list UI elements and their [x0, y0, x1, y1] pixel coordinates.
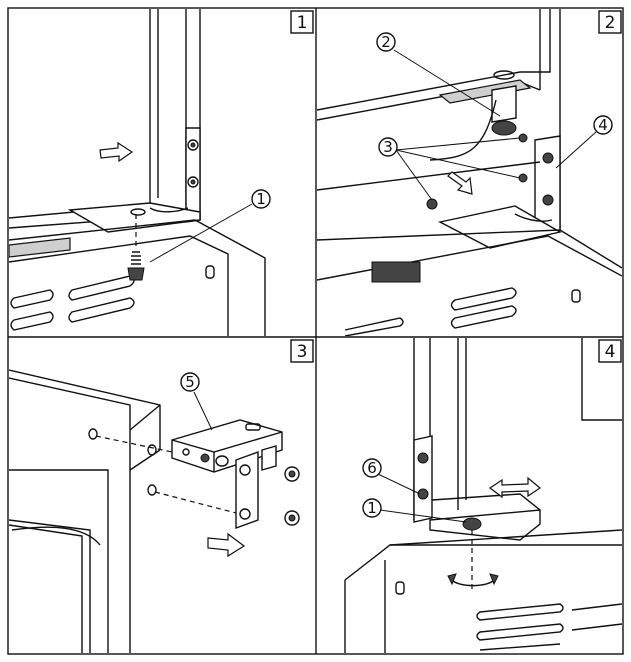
- panel-number: 2: [605, 13, 616, 33]
- double-arrow-icon: [99, 141, 134, 163]
- panel-2: 2 2 3 4: [317, 9, 622, 336]
- panel-number: 4: [605, 342, 616, 362]
- callout-label: 1: [256, 190, 266, 208]
- rotate-arrow-icon: [451, 579, 495, 587]
- double-arrow-icon: [447, 171, 473, 195]
- double-arrow-icon: [207, 532, 246, 558]
- panel-number: 1: [297, 13, 308, 33]
- vent-slots: [476, 603, 622, 651]
- callout-label: 5: [185, 373, 195, 391]
- hinge-bracket: [171, 419, 283, 529]
- callout-label: 1: [367, 499, 377, 517]
- double-arrow-icon: [488, 476, 542, 499]
- screw-icon: [127, 251, 145, 281]
- callout-label: 3: [383, 138, 393, 156]
- panel-3: 3 5: [9, 339, 314, 653]
- vent-slots: [10, 275, 135, 331]
- screw-icon: [284, 466, 300, 526]
- callout-label: 4: [598, 116, 608, 134]
- callout-label: 2: [381, 33, 391, 51]
- callout-label: 6: [367, 459, 377, 477]
- panel-1: 1 1: [9, 9, 314, 336]
- panel-number: 3: [297, 342, 308, 362]
- panel-4: 4 6 1: [344, 338, 622, 653]
